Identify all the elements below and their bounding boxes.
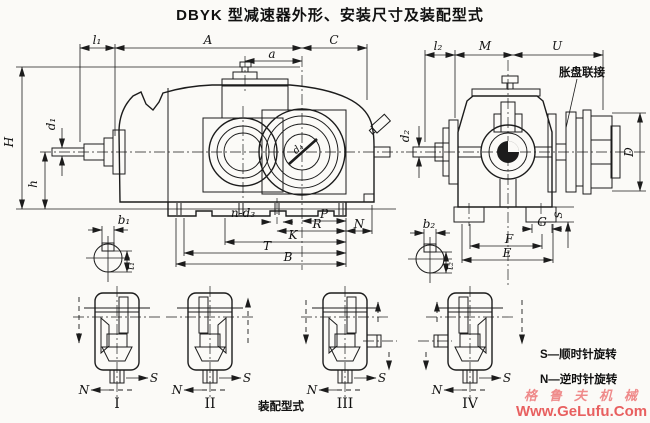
side-view-dimension-lines	[416, 50, 646, 263]
dim-label-d2: d₂	[398, 130, 412, 143]
legend-clockwise: S—顺时针旋转	[540, 347, 617, 361]
assembly-type-4: S N IV	[418, 286, 525, 412]
dim-label-b2: b₂	[423, 217, 436, 231]
dim-label-G: G	[537, 215, 547, 229]
dim-label-t1: t₁	[126, 262, 137, 270]
side-view-key-detail	[408, 229, 452, 283]
side-view-coupling	[547, 78, 621, 195]
front-view-dimension-lines	[16, 44, 396, 267]
assembly-numeral-2: II	[204, 396, 215, 412]
front-view-base-flange	[156, 198, 374, 224]
front-view-input-shaft	[51, 129, 391, 175]
dim-label-K: K	[288, 228, 299, 242]
dim-label-d4: d₄	[291, 142, 306, 157]
assembly-type-2: S N II	[166, 286, 254, 412]
dim-label-P: P	[319, 207, 329, 221]
rotation-label-s-2: S	[243, 371, 251, 385]
dim-label-d1: d₁	[44, 118, 58, 131]
assembly-type-1: S N I	[73, 286, 161, 412]
rotation-label-n-2: N	[171, 383, 183, 397]
rotation-label-n-4: N	[431, 383, 443, 397]
page-title: DBYK 型减速器外形、安装尺寸及装配型式	[176, 6, 484, 24]
dim-label-B: B	[283, 250, 293, 264]
dim-label-nd3: n-d₃	[231, 206, 255, 220]
legend-counterclockwise: N—逆时针旋转	[540, 372, 618, 386]
dim-label-S: S	[554, 211, 565, 218]
rotation-label-s-1: S	[150, 371, 158, 385]
dim-label-H: H	[2, 136, 16, 148]
front-view-housing	[118, 61, 392, 203]
side-view-dimension-labels: l₂ M U 胀盘联接 d₂ D S G F E b₂ t₂	[398, 39, 636, 270]
dim-label-F: F	[504, 232, 514, 246]
dim-label-l1: l₁	[93, 33, 102, 47]
dim-label-a: a	[268, 47, 275, 61]
assembly-numeral-4: IV	[462, 396, 479, 412]
dim-label-A: A	[203, 33, 213, 47]
watermark-url: Www.GeLufu.Com	[516, 403, 647, 420]
dim-label-U: U	[552, 39, 563, 53]
dim-label-M: M	[478, 39, 492, 53]
rotation-label-n-3: N	[306, 383, 318, 397]
dim-label-b1: b₁	[118, 213, 131, 227]
front-view-dimension-labels: H h d₁ l₁ A a C d₄ n-d₃ P R N K T B b₁ t…	[2, 33, 365, 270]
assembly-numeral-3: III	[337, 396, 354, 412]
dim-label-h: h	[26, 180, 40, 188]
coupling-label: 胀盘联接	[559, 65, 605, 79]
side-view: l₂ M U 胀盘联接 d₂ D S G F E b₂ t₂	[398, 39, 648, 288]
dim-label-D: D	[622, 147, 636, 158]
dim-label-N: N	[353, 217, 365, 231]
front-view-key-detail	[86, 226, 132, 282]
dim-label-C: C	[329, 33, 338, 47]
rotation-label-s-3: S	[378, 371, 386, 385]
dim-label-E: E	[502, 246, 512, 260]
rotation-label-n-1: N	[78, 383, 90, 397]
dim-label-l2: l₂	[434, 39, 443, 53]
dim-label-R: R	[311, 217, 321, 231]
assembly-type-3: S N III	[301, 286, 397, 412]
assembly-diagrams: S N I S N II	[73, 286, 618, 413]
assembly-caption: 装配型式	[257, 399, 304, 413]
side-view-housing	[412, 75, 557, 226]
watermark-brand: 格鲁夫机械	[524, 388, 649, 403]
dim-label-T: T	[263, 239, 272, 253]
dim-label-t2: t₂	[445, 262, 456, 270]
front-view: H h d₁ l₁ A a C d₄ n-d₃ P R N K T B b₁ t…	[2, 33, 404, 282]
assembly-numeral-1: I	[114, 396, 120, 412]
rotation-label-s-4: S	[503, 371, 511, 385]
front-view-gear-circles	[208, 108, 346, 196]
watermark: 格鲁夫机械 Www.GeLufu.Com	[516, 388, 649, 420]
